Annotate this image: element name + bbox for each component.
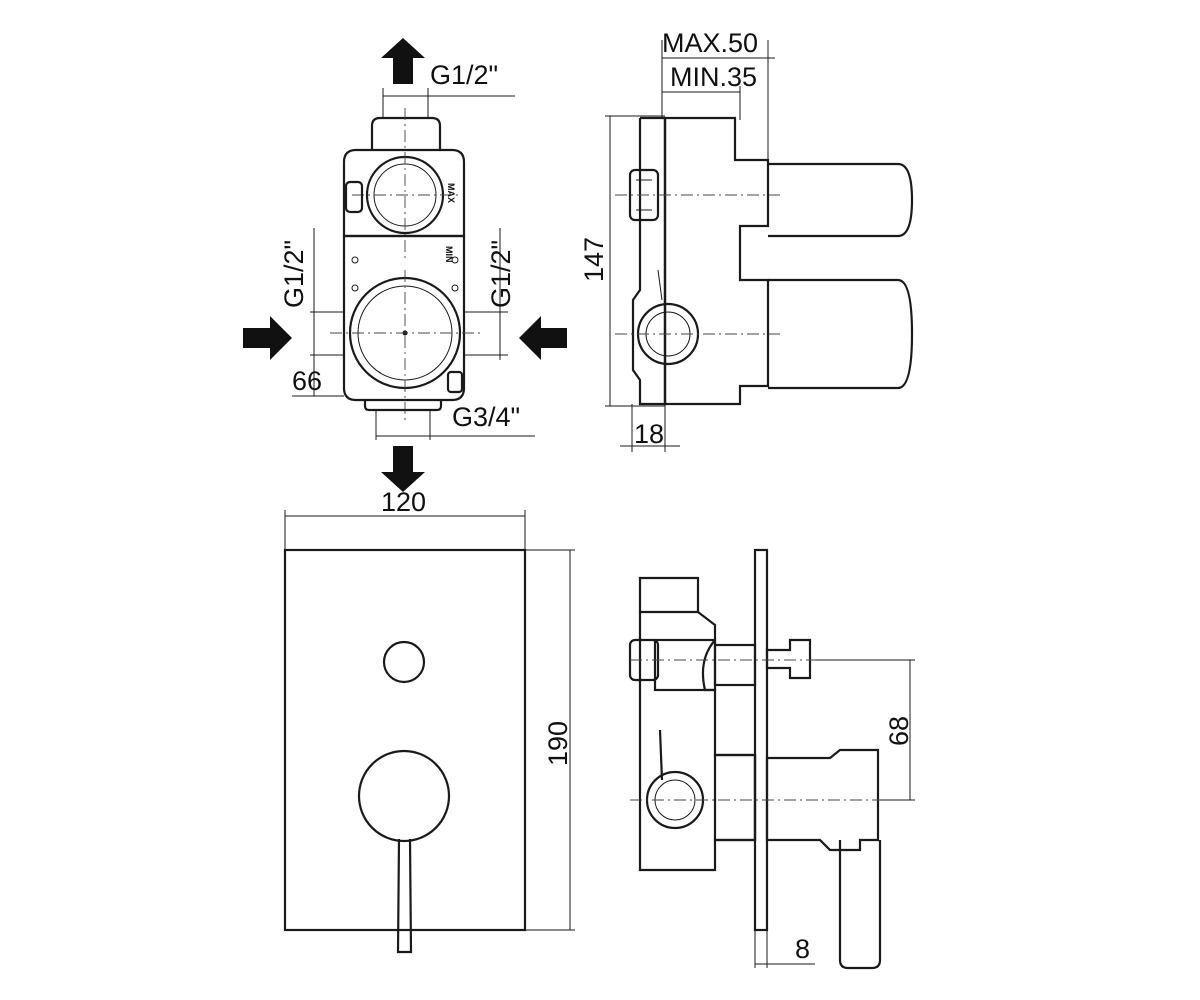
diverter-knob [382, 640, 426, 684]
side-mounting-bracket [631, 116, 667, 406]
left-inlet-arrow-icon [243, 316, 292, 360]
installed-side-view: 68 8 [628, 548, 915, 970]
outlet-up-arrow-icon [381, 38, 425, 84]
installed-diverter-knob [765, 638, 812, 680]
top-outlet-label: G1/2" [430, 60, 498, 90]
side-view: MAX.50 MIN.35 147 18 [579, 28, 914, 452]
mixer-lever [396, 838, 413, 954]
plate-thickness-dim: 8 [795, 934, 810, 964]
installed-mixer-lever [838, 840, 882, 970]
right-inlet-arrow-icon [519, 316, 567, 360]
inlet-spacing-dim: 66 [292, 366, 322, 396]
valve-body-lower [342, 236, 466, 402]
right-inlet-label: G1/2" [486, 240, 516, 308]
mixer-handle-base [357, 749, 451, 843]
plate-width-dim: 120 [381, 487, 426, 517]
installed-mixer-handle [765, 748, 880, 852]
valve-body-upper [342, 148, 466, 238]
height-dim: 147 [579, 237, 609, 282]
left-inlet-label: G1/2" [279, 240, 309, 308]
bottom-outlet-label: G3/4" [452, 402, 520, 432]
cover-plate [283, 548, 527, 932]
min-depth-dim: MIN.35 [670, 62, 757, 92]
max-depth-dim: MAX.50 [662, 28, 758, 58]
offset-dim: 18 [634, 419, 664, 449]
plate-height-dim: 190 [543, 721, 573, 766]
cover-plate-view: 120 190 [283, 487, 575, 954]
front-view: G1/2" MAX MIN G3/4" [243, 38, 567, 492]
installed-spacing-dim: 68 [884, 716, 914, 746]
upper-spindle [768, 162, 914, 238]
side-body [663, 116, 770, 406]
installed-cover-plate [753, 548, 769, 932]
lower-valve-marking: MIN [444, 246, 454, 263]
bottom-outlet-connector [363, 400, 443, 412]
lower-spindle [768, 278, 914, 390]
top-outlet-connector [370, 116, 442, 150]
upper-valve-marking: MAX [446, 183, 456, 203]
outlet-down-arrow-icon [381, 446, 425, 492]
